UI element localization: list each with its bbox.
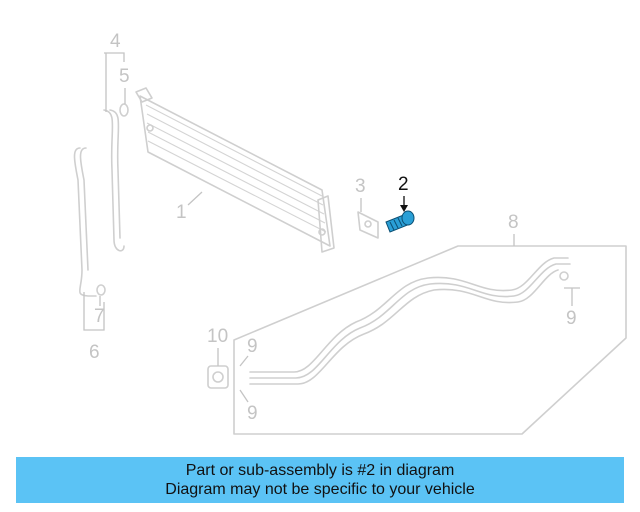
- callout-1-label: 1: [176, 202, 187, 223]
- bracket-part: [357, 211, 379, 239]
- callout-7-label: 7: [94, 306, 105, 327]
- callout-4: 4: [104, 31, 125, 112]
- banner-line-1: Part or sub-assembly is #2 in diagram: [185, 462, 455, 479]
- bolt-part-2: [385, 210, 415, 233]
- callout-9-upper-left: 9: [239, 336, 258, 367]
- callout-3: 3: [355, 176, 366, 212]
- info-banner: Part or sub-assembly is #2 in diagram Di…: [16, 457, 624, 503]
- banner-line-2: Diagram may not be specific to your vehi…: [165, 481, 475, 498]
- parts-diagram: 4 5 1 3 2 8 9 7 6 10 9 9: [73, 31, 627, 435]
- callout-4-label: 4: [110, 31, 121, 52]
- oil-cooler-part: [135, 87, 335, 253]
- callout-9-lower-left-label: 9: [247, 403, 258, 424]
- callout-6-label: 6: [89, 342, 100, 363]
- callout-5-label: 5: [119, 66, 130, 87]
- callout-9-right-label: 9: [566, 308, 577, 329]
- callout-6: 6: [83, 292, 105, 363]
- callout-10: 10: [207, 326, 228, 366]
- callout-2: 2: [398, 174, 409, 212]
- callout-5: 5: [119, 66, 130, 104]
- cooler-lines-panel: [207, 245, 627, 435]
- callout-8: 8: [508, 212, 519, 246]
- callout-7: 7: [94, 296, 105, 327]
- callout-10-label: 10: [207, 326, 228, 347]
- callout-3-label: 3: [355, 176, 366, 197]
- callout-1: 1: [176, 191, 203, 223]
- callout-9-right: 9: [564, 287, 580, 329]
- left-hoses: [73, 103, 129, 297]
- callout-8-label: 8: [508, 212, 519, 233]
- callout-9-lower-left: 9: [239, 389, 258, 424]
- callout-9-upper-left-label: 9: [247, 336, 258, 357]
- callout-2-label: 2: [398, 174, 409, 195]
